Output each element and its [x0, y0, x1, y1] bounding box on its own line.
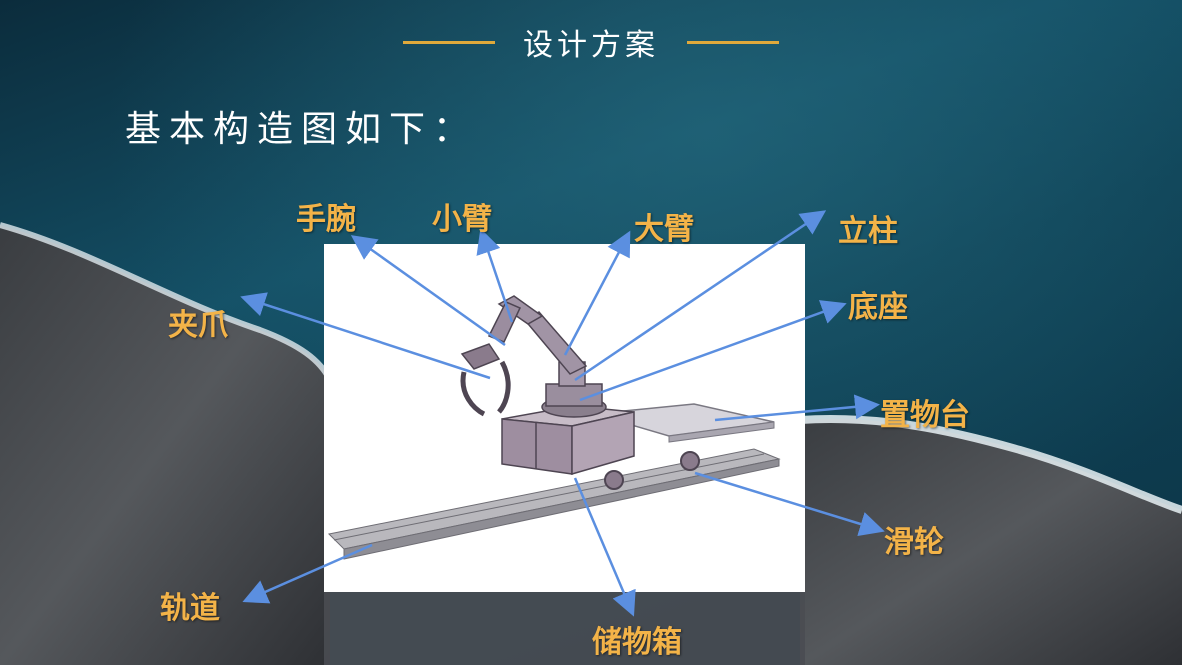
label-column: 立柱: [838, 214, 898, 249]
title-left-line: [403, 40, 495, 44]
arrow-base: [579, 300, 847, 402]
robot-arm-cart-drawing: [327, 295, 781, 560]
arrow-platform: [714, 394, 880, 422]
label-storage-box: 储物箱: [592, 625, 682, 660]
arrow-forearm: [476, 228, 514, 323]
label-wrist: 手腕: [296, 202, 356, 237]
slide-title: 设计方案: [523, 28, 659, 63]
label-forearm: 小臂: [432, 202, 492, 237]
arrow-wrist: [350, 235, 506, 347]
robot-diagram-image: [324, 244, 805, 592]
arrow-pulley: [694, 471, 885, 537]
label-upper-arm: 大臂: [634, 212, 694, 247]
label-pulley: 滑轮: [884, 525, 944, 560]
arrow-upper-arm: [563, 230, 631, 356]
label-base: 底座: [848, 290, 908, 325]
arrow-column: [574, 210, 827, 382]
title-bar: 设计方案: [0, 22, 1182, 63]
arrow-gripper: [240, 292, 491, 380]
arrow-storage-box: [573, 477, 636, 617]
title-right-line: [687, 40, 779, 44]
arrow-track: [242, 543, 373, 604]
subtitle: 基本构造图如下：: [125, 109, 478, 150]
label-platform: 置物台: [880, 398, 970, 433]
label-track: 轨道: [160, 591, 220, 626]
label-gripper: 夹爪: [168, 308, 228, 343]
